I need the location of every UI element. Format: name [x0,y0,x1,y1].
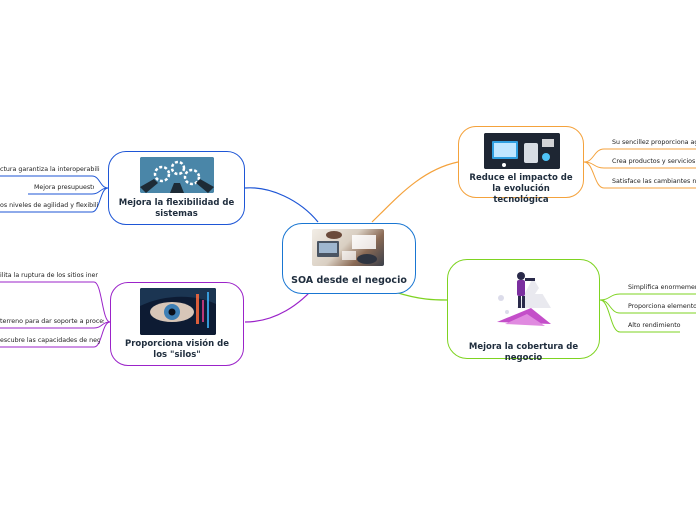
tech-devices-image [484,133,560,169]
central-topic-label: SOA desde el negocio [291,275,407,286]
fork-tech-3 [583,161,696,189]
fork-silos-1 [0,281,111,323]
topic-coverage[interactable]: Mejora la cobertura de negocio [447,259,600,363]
topic-silos[interactable]: Proporciona visión de los "silos" [110,282,244,366]
fork-flexibility-3 [0,187,109,213]
central-topic[interactable]: SOA desde el negocio [282,223,416,294]
leaf-coverage-2[interactable]: Proporciona elemento p [628,303,696,310]
fork-tech-1 [583,148,696,163]
connector-tech [371,161,459,223]
leaf-coverage-1[interactable]: Simplifica enormemente [628,284,696,291]
fork-coverage-1 [599,293,696,301]
topic-coverage-label: Mejora la cobertura de negocio [468,342,579,363]
connector-flexibility [244,187,319,223]
explorer-illustration [487,268,561,332]
gears-hands-image [140,157,214,193]
leaf-flexibility-3[interactable]: os niveles de agilidad y flexibilidad [0,202,98,209]
leaf-flexibility-1[interactable]: ctura garantiza la interoperabilidad [0,166,100,173]
leaf-silos-3[interactable]: escubre las capacidades de negocio [0,337,100,344]
fork-silos-3 [0,321,111,348]
leaf-silos-1[interactable]: ilita la ruptura de los sitios inernos [0,272,98,279]
business-meeting-image [312,229,384,266]
topic-flexibility-label: Mejora la flexibilidad de sistemas [118,198,235,219]
eye-image [140,288,216,335]
topic-tech-label: Reduce el impacto de la evolución tecnol… [469,173,573,205]
leaf-tech-1[interactable]: Su sencillez proporciona agili [612,139,696,146]
connector-coverage [394,291,448,301]
leaf-tech-2[interactable]: Crea productos y servicios má [612,158,696,165]
leaf-silos-2[interactable]: terreno para dar soporte a procesos [0,318,104,325]
topic-flexibility[interactable]: Mejora la flexibilidad de sistemas [108,151,245,225]
leaf-tech-3[interactable]: Satisface las cambiantes nece [612,178,696,185]
topic-tech[interactable]: Reduce el impacto de la evolución tecnol… [458,126,584,205]
topic-silos-label: Proporciona visión de los "silos" [124,339,230,360]
leaf-flexibility-2[interactable]: Mejora presupuesto [34,184,94,191]
fork-coverage-3 [599,299,680,333]
leaf-coverage-3[interactable]: Alto rendimiento [628,322,681,329]
fork-flexibility-1 [0,175,109,189]
